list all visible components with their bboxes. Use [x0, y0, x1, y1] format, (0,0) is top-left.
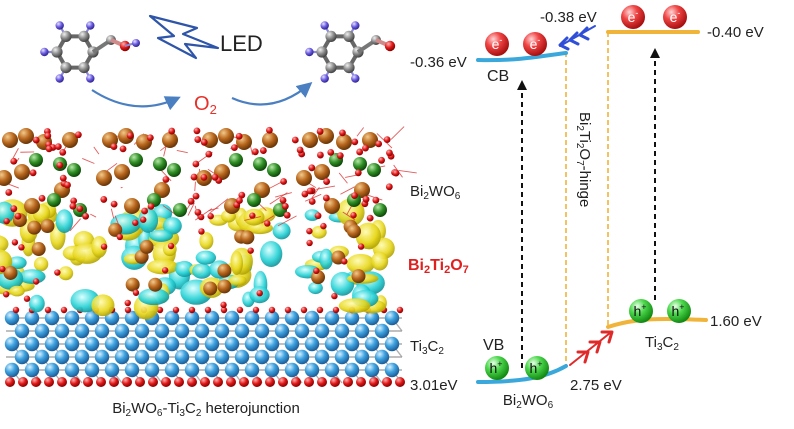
- energy-cb-bi2wo6: -0.36 eV: [410, 54, 467, 71]
- svg-text:e-: e-: [670, 8, 681, 25]
- reaction-arrow-in: [91, 89, 181, 111]
- led-label: LED: [220, 31, 263, 56]
- energy-ti3c2-level: 1.60 eV: [710, 313, 762, 330]
- energy-hinge-top: -0.38 eV: [540, 9, 597, 26]
- hole-3: h+: [629, 299, 653, 323]
- oxygen-label: O2: [194, 93, 217, 117]
- layer-label-ti3c2: Ti3C2: [410, 338, 444, 357]
- bi2wo6-conduction-band: [476, 51, 568, 63]
- svg-text:h+: h+: [529, 359, 542, 376]
- energy-hinge-bottom: 2.75 eV: [570, 377, 622, 394]
- bi2wo6-valence-band: [476, 364, 568, 384]
- svg-text:h+: h+: [489, 359, 502, 376]
- layer-label-bi2ti2o7: Bi2Ti2O7: [408, 257, 469, 276]
- svg-text:e-: e-: [530, 35, 541, 52]
- energy-vb-bi2wo6: 3.01eV: [410, 377, 458, 394]
- lightning-bolt-icon: [148, 14, 220, 60]
- hole-2: h+: [525, 356, 549, 380]
- ti3c2-level-band: [606, 316, 708, 329]
- molecule-benzyl-alcohol: [40, 21, 140, 83]
- vb-label: VB: [483, 337, 504, 354]
- hole-1: h+: [485, 356, 509, 380]
- svg-text:e-: e-: [628, 8, 639, 25]
- layer-label-bi2wo6: Bi2WO6: [410, 183, 461, 202]
- hole-transfer-arrow: [569, 330, 614, 366]
- electron-3: e-: [621, 5, 645, 29]
- electron-1: e-: [485, 32, 509, 56]
- reaction-arrow-out: [231, 82, 313, 106]
- electron-4: e-: [663, 5, 687, 29]
- figure-caption: Bi2WO6-Ti3C2 heterojunction: [112, 400, 300, 419]
- cb-label: CB: [487, 68, 509, 85]
- hole-4: h+: [667, 299, 691, 323]
- svg-text:e-: e-: [492, 35, 503, 52]
- svg-text:h+: h+: [671, 302, 684, 319]
- electron-transfer-arrow: [558, 25, 596, 51]
- svg-text:h+: h+: [633, 302, 646, 319]
- energy-cb-ti3c2: -0.40 eV: [707, 24, 764, 41]
- material-label-bi2wo6: Bi2WO6: [503, 392, 554, 411]
- crystal-structure-image: [0, 126, 417, 387]
- material-label-ti3c2: Ti3C2: [645, 334, 679, 353]
- hinge-label: Bi2Ti2O7-hinge: [574, 112, 593, 207]
- electron-2: e-: [523, 32, 547, 56]
- molecule-benzaldehyde: [305, 21, 396, 83]
